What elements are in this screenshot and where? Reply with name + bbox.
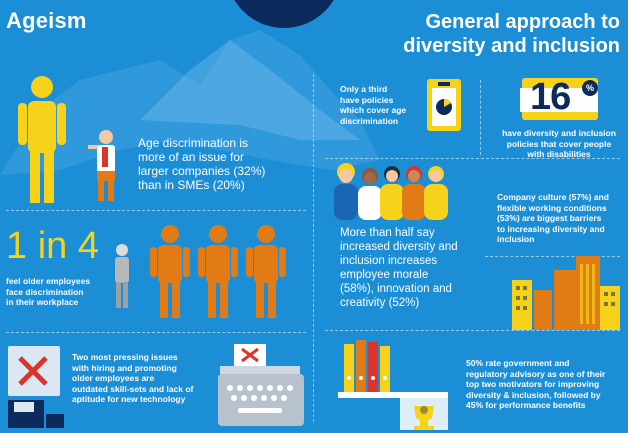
divider-right-2	[485, 256, 620, 257]
one-in-four-line-3: in their workplace	[6, 297, 79, 307]
divider-right-3	[325, 330, 620, 331]
morale-line-1: More than half say	[340, 227, 435, 239]
one-in-four-line-1: feel older employees	[6, 276, 91, 286]
morale-text: More than half say increased diversity a…	[340, 226, 480, 310]
sixteen-percent-value: 16	[530, 76, 571, 118]
only-third-line-1: Only a third	[340, 84, 388, 94]
pressing-issues-line-1: Two most pressing issues	[72, 352, 178, 362]
one-in-four-stat: 1 in 4	[6, 225, 99, 267]
diverse-group-icon	[334, 163, 448, 220]
typewriter-icon	[218, 344, 304, 426]
barriers-line-2: flexible working conditions	[497, 202, 607, 213]
standing-person-and-elder-icon	[18, 76, 115, 203]
motivators-line-3: top two motivators for improving	[466, 379, 600, 389]
motivators-line-1: 50% rate government and	[466, 358, 570, 368]
larger-companies-line-2: more of an issue for	[138, 150, 245, 164]
barriers-text: Company culture (57%) and flexible worki…	[497, 192, 623, 245]
barriers-line-1: Company culture (57%) and	[497, 192, 609, 202]
motivators-line-2: regulatory advisory as one of their	[466, 368, 606, 379]
divider-vertical-right-top	[480, 80, 481, 155]
only-third-text: Only a third have policies which cover a…	[340, 84, 432, 126]
four-people-icon	[115, 225, 286, 318]
sixteen-line-3: with disabilities	[527, 149, 591, 159]
larger-companies-line-4: than in SMEs (20%)	[138, 178, 245, 192]
barriers-line-3: (53%) are biggest barriers	[497, 213, 602, 223]
pressing-issues-line-5: aptitude for new technology	[72, 394, 186, 404]
divider-left-2	[6, 332, 306, 333]
pressing-issues-line-4: outdated skill-sets and lack of	[72, 383, 194, 394]
larger-companies-text: Age discrimination is more of an issue f…	[138, 136, 313, 192]
divider-vertical-center	[313, 74, 314, 422]
books-and-trophy-icon	[338, 340, 448, 430]
larger-companies-line-1: Age discrimination is	[138, 136, 249, 150]
motivators-text: 50% rate government and regulatory advis…	[466, 358, 622, 411]
sixteen-percent-text: have diversity and inclusion policies th…	[496, 128, 622, 160]
morale-line-3: inclusion increases	[340, 255, 438, 267]
motivators-line-4: diversity & inclusion, followed by	[466, 389, 601, 400]
only-third-line-3: which cover age	[340, 105, 407, 115]
motivators-line-5: 45% for performance benefits	[466, 400, 586, 410]
floppy-disk-icon	[8, 346, 64, 428]
pressing-issues-line-3: older employees are	[72, 373, 155, 383]
pressing-issues-text: Two most pressing issues with hiring and…	[72, 352, 232, 405]
inclusion-title-line-1: General approach to	[425, 11, 621, 33]
barriers-line-5: inclusion	[497, 234, 535, 244]
barriers-line-4: to increasing diversity and	[497, 223, 605, 234]
morale-line-6: creativity (52%)	[340, 297, 420, 309]
city-buildings-icon	[512, 256, 620, 330]
ageism-title: Ageism	[6, 8, 87, 33]
only-third-line-2: have policies	[340, 94, 394, 105]
sixteen-line-2: policies that cover people	[506, 138, 612, 149]
larger-companies-line-3: larger companies (32%)	[138, 164, 266, 178]
divider-right-1	[325, 158, 620, 159]
sixteen-percent-suffix: %	[582, 80, 598, 96]
pressing-issues-line-2: with hiring and promoting	[72, 362, 177, 373]
sixteen-line-1: have diversity and inclusion	[502, 128, 616, 138]
document-pie-icon	[427, 79, 461, 131]
inclusion-title: General approach to diversity and inclus…	[350, 10, 620, 58]
morale-line-5: (58%), innovation and	[340, 283, 452, 295]
inclusion-title-line-2: diversity and inclusion	[403, 35, 620, 57]
divider-left-1	[6, 210, 306, 211]
one-in-four-text: feel older employees face discrimination…	[6, 276, 116, 308]
morale-line-4: employee morale	[340, 269, 429, 281]
one-in-four-line-2: face discrimination	[6, 286, 84, 297]
morale-line-2: increased diversity and	[340, 241, 458, 253]
only-third-line-4: discrimination	[340, 115, 399, 126]
